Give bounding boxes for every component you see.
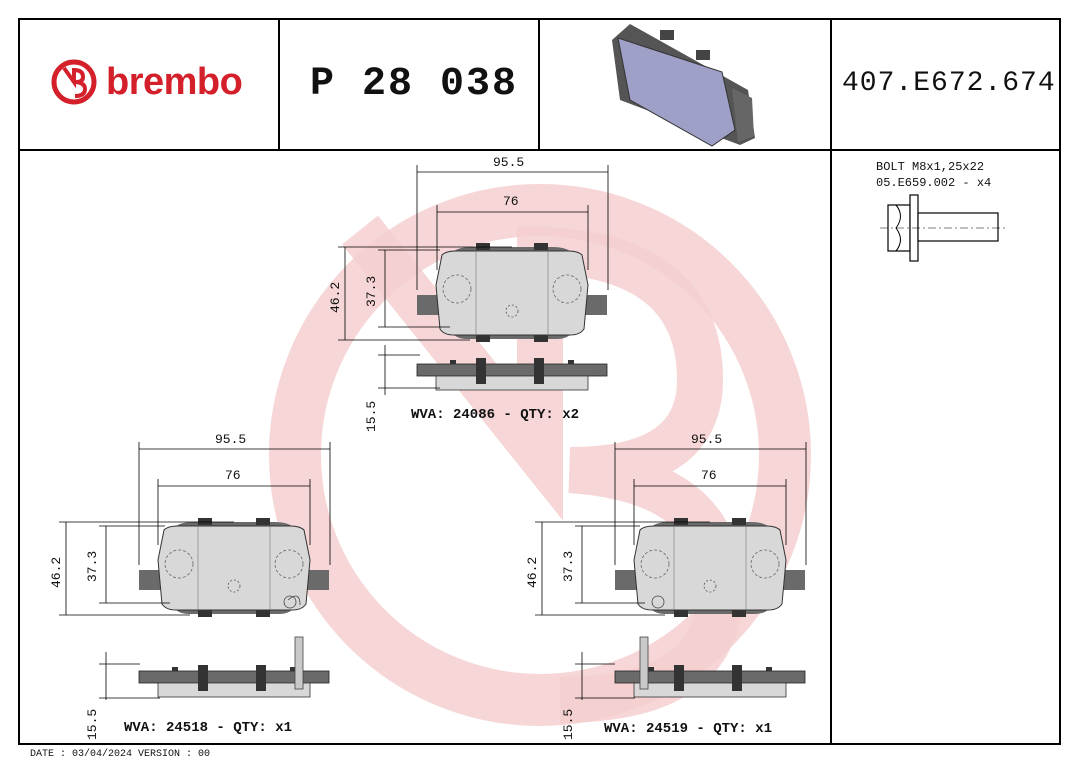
dim-width-inner: 76	[701, 468, 717, 483]
reference-code: 407.E672.674	[842, 68, 1056, 99]
wva-label: WVA: 24518 - QTY: x1	[124, 720, 293, 736]
dim-width-outer: 95.5	[215, 432, 247, 447]
brembo-icon	[51, 59, 97, 105]
dim-height-inner: 37.3	[85, 550, 100, 582]
header-col-1	[278, 18, 280, 150]
dim-height-outer: 46.2	[328, 281, 343, 313]
brand-logo: brembo	[50, 58, 243, 106]
dim-thickness: 15.5	[364, 400, 379, 432]
brand-name: brembo	[106, 60, 243, 103]
dim-height-inner: 37.3	[364, 275, 379, 307]
dim-width-inner: 76	[503, 194, 519, 209]
header-divider	[18, 149, 1061, 151]
dim-height-outer: 46.2	[525, 556, 540, 588]
bolt-spec: BOLT M8x1,25x22	[876, 160, 985, 174]
header-col-2	[538, 18, 540, 150]
dim-width-outer: 95.5	[691, 432, 723, 447]
dim-height-outer: 46.2	[49, 556, 64, 588]
part-number: P 28 038	[310, 62, 519, 107]
dim-thickness: 15.5	[85, 708, 100, 740]
dim-width-inner: 76	[225, 468, 241, 483]
wva-label: WVA: 24086 - QTY: x2	[411, 407, 580, 423]
dim-width-outer: 95.5	[493, 155, 525, 170]
bolt-part-number: 05.E659.002 - x4	[876, 176, 992, 190]
right-panel-divider	[830, 18, 832, 745]
footer-date-version: DATE : 03/04/2024 VERSION : 00	[30, 749, 211, 760]
dim-thickness: 15.5	[561, 708, 576, 740]
dim-height-inner: 37.3	[561, 550, 576, 582]
wva-label: WVA: 24519 - QTY: x1	[604, 721, 773, 737]
